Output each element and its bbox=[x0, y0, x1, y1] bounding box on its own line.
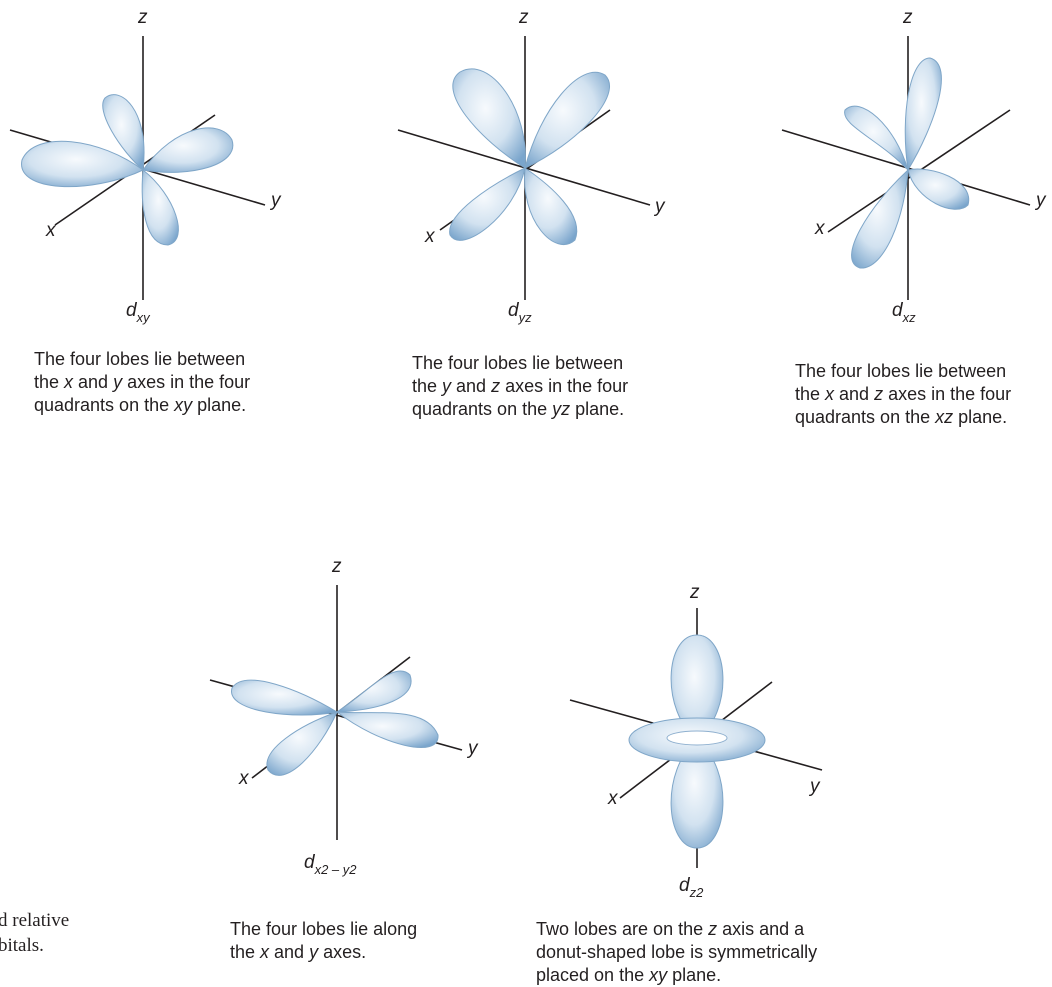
y-axis-label: y bbox=[810, 776, 820, 798]
figure-side-note: d relative bitals. bbox=[0, 908, 69, 958]
side-note-line: bitals. bbox=[0, 933, 69, 958]
caption-line: placed on the xy plane. bbox=[536, 964, 817, 987]
donut-hole bbox=[667, 731, 727, 745]
caption-italic: z bbox=[708, 919, 717, 939]
caption-line: Two lobes are on the z axis and a bbox=[536, 918, 817, 941]
side-note-line: d relative bbox=[0, 908, 69, 933]
x-axis-label: x bbox=[608, 788, 618, 810]
z-axis-label: z bbox=[690, 582, 700, 604]
orbital-label-dz2: dz2 bbox=[679, 875, 703, 900]
caption-line: donut-shaped lobe is symmetrically bbox=[536, 941, 817, 964]
caption-italic: xy bbox=[649, 965, 667, 985]
